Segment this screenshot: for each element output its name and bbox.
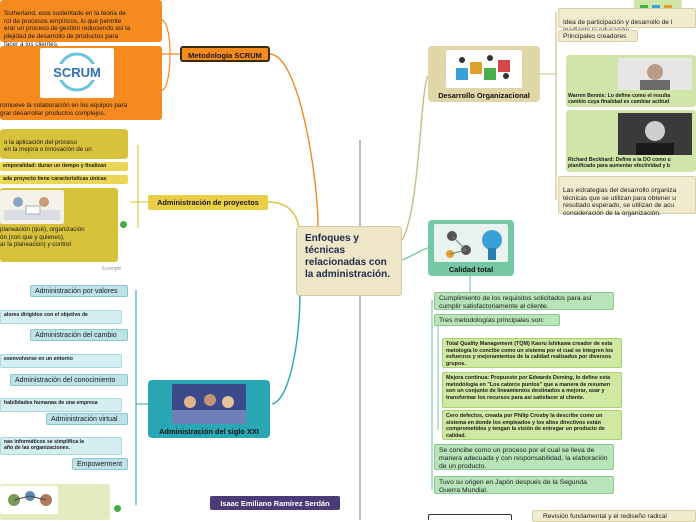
sigloXXI-strip-cambio[interactable]: esenvolverse en un entorno	[0, 354, 122, 368]
proyectos-card-text: planeación (qué), organización ón (con q…	[0, 226, 85, 249]
proyectos-image	[0, 190, 64, 224]
proyectos-strip-temporalidad-text: emporalidad: duran un tiempo y finalizan	[3, 163, 107, 169]
calidad-label: Calidad total	[448, 265, 494, 274]
portrait-icon	[618, 113, 692, 155]
calidad-item-requisitos-text: Cumplimiento de los requisitos solicitad…	[439, 295, 592, 310]
sigloXXI-item-conocimiento[interactable]: Administración del conocimiento	[10, 374, 128, 386]
scrum-logo-image: SCRUM	[40, 48, 114, 98]
desarrollo-image	[446, 50, 522, 88]
reingenieria-item[interactable]: Revisión fundamental y el rediseño radic…	[532, 510, 696, 522]
reingenieria-item-text: Revisión fundamental y el rediseño radic…	[543, 513, 667, 520]
bennis-text: Warren Bennis: Lo define como el resulta…	[568, 93, 671, 106]
empowerment-card[interactable]	[0, 484, 110, 520]
sigloXXI-strip-virtual-text: nas informáticos se simplifica la año de…	[4, 439, 84, 451]
proyectos-intro-text: o la aplicación del proceso en la mejora…	[4, 138, 92, 154]
team-puzzle-icon	[456, 55, 510, 80]
scrum-collab-box[interactable]: SCRUM romueve la colaboración en los equ…	[0, 46, 162, 120]
beckhard-text: Richard Beckhard: Define a la DO como u …	[568, 157, 671, 170]
calidad-item-proceso-text: Se concibe como un proceso por el cual s…	[439, 447, 608, 470]
team-diagram-icon	[8, 491, 52, 506]
calidad-sub-cero[interactable]: Cero defectos, creada por Philip Crosby …	[442, 410, 622, 440]
calidad-item-requisitos[interactable]: Cumplimiento de los requisitos solicitad…	[434, 292, 614, 310]
calidad-sub-tqm-text: Total Quality Management (TQM) Kaoru Ish…	[446, 341, 614, 367]
scrum-label-text: Metodología SCRUM	[188, 51, 262, 60]
proyectos-label[interactable]: Administración de proyectos	[148, 195, 268, 210]
sigloXXI-item-conocimiento-text: Administración del conocimiento	[15, 377, 116, 384]
sigloXXI-image	[172, 384, 246, 424]
bennis-photo	[618, 58, 692, 90]
example-label: Example	[102, 266, 122, 272]
desarrollo-node[interactable]: Desarrollo Organizacional	[428, 46, 540, 102]
sigloXXI-strip-cambio-text: esenvolverse en un entorno	[4, 356, 73, 362]
central-topic[interactable]: Enfoques y técnicas relacionadas con la …	[296, 226, 402, 296]
office-team-icon	[172, 394, 246, 424]
proyectos-label-text: Administración de proyectos	[157, 198, 259, 207]
calidad-item-japon-text: Tuvo su origen en Japón después de la Se…	[439, 479, 587, 494]
reingenieria-node[interactable]	[428, 514, 512, 520]
desarrollo-item-estrategias[interactable]: Las estrategias del desarrollo organiza …	[558, 176, 696, 218]
desarrollo-label: Desarrollo Organizacional	[438, 91, 530, 100]
sigloXXI-strip-valores[interactable]: alores dirigidos con el objetivo de	[0, 310, 122, 324]
sigloXXI-strip-conocimiento[interactable]: habilidades humanas de una empresa	[0, 398, 122, 412]
proyectos-strip-unicas[interactable]: ada proyecto tiene características única…	[0, 175, 128, 184]
sigloXXI-item-cambio[interactable]: Administración del cambio	[30, 329, 128, 341]
scrum-description-text: Sutherland, esta sustentado en la teoria…	[4, 9, 131, 48]
sigloXXI-item-empowerment-text: Empowerment	[77, 461, 123, 468]
author-label-text: Isaac Emiliano Ramírez Serdán	[220, 499, 330, 508]
sigloXXI-item-empowerment[interactable]: Empowerment	[72, 458, 128, 470]
central-topic-title: Enfoques y técnicas relacionadas con la …	[305, 233, 391, 280]
calidad-item-japon[interactable]: Tuvo su origen en Japón después de la Se…	[434, 476, 614, 494]
calidad-image	[434, 224, 508, 262]
proyectos-card[interactable]: planeación (qué), organización ón (con q…	[0, 188, 118, 262]
sigloXXI-label: Administración del siglo XXI	[159, 427, 259, 436]
empowerment-attachment-dot[interactable]	[114, 505, 121, 512]
sigloXXI-strip-valores-text: alores dirigidos con el objetivo de	[4, 312, 88, 318]
proyectos-attachment-dot[interactable]	[120, 221, 127, 228]
author-label[interactable]: Isaac Emiliano Ramírez Serdán	[210, 496, 340, 510]
sigloXXI-item-valores[interactable]: Administración por valores	[30, 285, 128, 297]
scrum-logo-text: SCRUM	[53, 65, 101, 80]
desarrollo-item-participacion[interactable]: Idea de participación y desarrollo de l …	[558, 8, 696, 34]
proyectos-strip-unicas-text: ada proyecto tiene características única…	[3, 176, 107, 182]
calidad-sub-cero-text: Cero defectos, creada por Philip Crosby …	[446, 413, 605, 439]
desarrollo-item-creadores[interactable]: Principales creadores	[558, 30, 638, 42]
beckhard-photo	[618, 113, 692, 155]
sigloXXI-item-valores-text: Administración por valores	[35, 288, 118, 295]
calidad-item-metodologias[interactable]: Tres metodologías principales son:	[434, 314, 560, 326]
calidad-sub-mejora-text: Mejora continua: Propuesto por Edwards D…	[446, 375, 611, 401]
sigloXXI-strip-virtual[interactable]: nas informáticos se simplifica la año de…	[0, 437, 122, 455]
sigloXXI-item-virtual[interactable]: Administración virtual	[46, 413, 128, 425]
calidad-item-proceso[interactable]: Se concibe como un proceso por el cual s…	[434, 444, 614, 470]
sigloXXI-node[interactable]: Administración del siglo XXI	[148, 380, 270, 438]
scrum-label[interactable]: Metodología SCRUM	[180, 46, 270, 62]
proyectos-strip-temporalidad[interactable]: emporalidad: duran un tiempo y finalizan	[0, 162, 128, 171]
empowerment-image	[0, 486, 58, 514]
sigloXXI-item-virtual-text: Administración virtual	[51, 416, 118, 423]
desarrollo-item-estrategias-text: Las estrategias del desarrollo organiza …	[563, 186, 677, 218]
planning-meeting-icon	[4, 197, 60, 220]
calidad-node[interactable]: Calidad total	[428, 220, 514, 276]
proyectos-intro-box[interactable]: o la aplicación del proceso en la mejora…	[0, 129, 128, 159]
portrait-icon	[618, 58, 692, 90]
person-card-bennis[interactable]: Warren Bennis: Lo define como el resulta…	[566, 55, 696, 107]
person-card-beckhard[interactable]: Richard Beckhard: Define a la DO como u …	[566, 110, 696, 172]
scrum-collab-text: romueve la colaboración en los equipos p…	[0, 102, 128, 117]
scrum-logo-icon: SCRUM	[46, 52, 108, 92]
scrum-description-box[interactable]: Sutherland, esta sustentado en la teoria…	[0, 0, 162, 48]
desarrollo-item-creadores-text: Principales creadores	[563, 33, 627, 40]
calidad-sub-tqm[interactable]: Total Quality Management (TQM) Kaoru Ish…	[442, 338, 622, 368]
sigloXXI-strip-conocimiento-text: habilidades humanas de una empresa	[4, 400, 98, 406]
calidad-item-metodologias-text: Tres metodologías principales son:	[439, 317, 545, 324]
quality-badge-icon	[446, 230, 502, 260]
sigloXXI-item-cambio-text: Administración del cambio	[35, 332, 117, 339]
calidad-sub-mejora[interactable]: Mejora continua: Propuesto por Edwards D…	[442, 372, 622, 408]
